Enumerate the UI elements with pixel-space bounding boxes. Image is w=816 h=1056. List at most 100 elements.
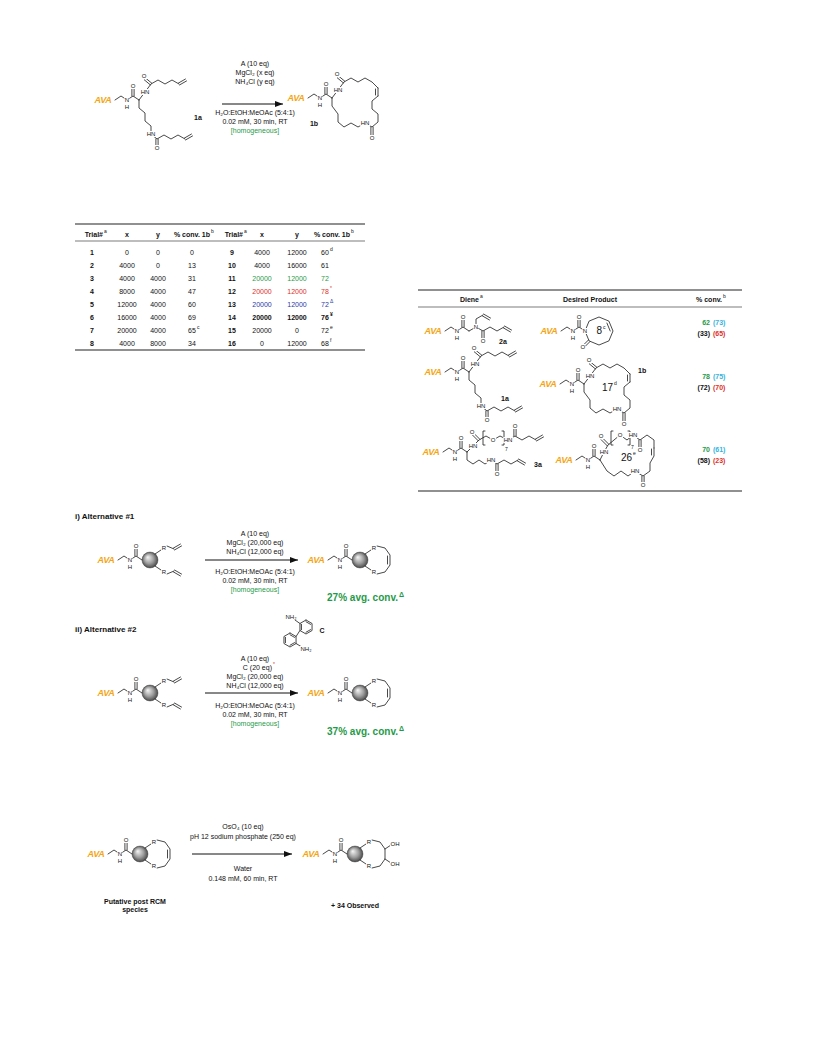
bond-line	[155, 699, 161, 703]
atom-label: HN	[476, 403, 486, 409]
atom-label: N	[337, 557, 342, 563]
ring-size: 17	[602, 383, 613, 393]
atom-label: HN	[140, 89, 150, 95]
footnote-mark: b	[723, 294, 726, 299]
compound-label: C	[319, 627, 324, 634]
table-cell: 0	[156, 249, 160, 256]
bond-line	[505, 326, 512, 330]
atom-label: N	[332, 851, 337, 857]
bond-line	[332, 78, 378, 98]
scaffold-sphere	[142, 552, 158, 568]
atom-label: N	[454, 328, 459, 334]
table-cell: 0	[260, 340, 264, 347]
footnote-mark: *	[273, 662, 275, 667]
atom-label: O	[469, 429, 475, 435]
bond-line	[464, 319, 465, 327]
bond-line	[579, 372, 580, 380]
bond-line	[284, 633, 296, 647]
reagent-text: A (10 eq)	[241, 530, 269, 537]
atom-label: NH₂	[300, 646, 312, 652]
bond-line	[173, 677, 180, 681]
table-cell: 13	[188, 262, 196, 269]
table-cell: 16000	[287, 262, 306, 269]
logo-text: AVA	[95, 96, 112, 105]
bond-line	[576, 372, 577, 380]
reagent-text: A (10 eq)	[241, 60, 269, 67]
structures	[108, 76, 654, 868]
atom-label: H	[569, 388, 574, 394]
condition-text: 0.02 mM, 30 min, RT	[222, 577, 287, 584]
bond-line	[124, 842, 125, 850]
atom-label: O	[323, 81, 329, 87]
table-rule	[418, 307, 742, 308]
table-cell: 12000	[287, 275, 306, 282]
bond-line	[167, 704, 174, 707]
reagent-text: MgCl₂ (20,000 eq)	[227, 539, 284, 546]
bond-line	[483, 431, 485, 445]
table-cell: 4000	[254, 249, 270, 256]
bond-line	[519, 459, 526, 463]
table-cell: 12000	[287, 288, 306, 295]
bond-line	[467, 436, 536, 452]
bond-line	[300, 620, 312, 634]
reagent-text: C (20 eq)	[243, 664, 272, 671]
bond-line	[378, 88, 379, 96]
atom-label: N	[473, 324, 478, 330]
table-cell: 4000	[150, 301, 166, 308]
table-cell: 60	[188, 301, 196, 308]
table-cell: 9	[230, 249, 234, 256]
bond-line	[155, 683, 161, 687]
bond-line	[157, 840, 170, 868]
atom-label: OH	[390, 841, 400, 847]
bond-line	[387, 556, 388, 564]
scaffold-sphere	[347, 846, 363, 862]
bond-line	[339, 842, 340, 850]
section-heading: i) Alternative #1	[75, 513, 134, 521]
table-cell: 1	[90, 249, 94, 256]
atom-label: O	[130, 83, 136, 89]
atom-label: OH	[390, 861, 400, 867]
table-cell: 15	[228, 327, 236, 334]
bond-line	[137, 681, 138, 689]
table-cell: 20000	[117, 327, 136, 334]
logo-text: AVA	[98, 556, 115, 565]
atom-label: O	[471, 345, 477, 351]
atom-label: O	[141, 73, 147, 79]
bond-line	[127, 842, 128, 850]
table-cell: 47	[188, 288, 196, 295]
bond-line	[516, 428, 517, 436]
bond-line	[290, 635, 295, 638]
atom-label: O	[490, 437, 496, 443]
bond-line	[347, 681, 348, 689]
logo-text: AVA	[556, 456, 573, 465]
table-rules	[75, 224, 742, 491]
bond-line	[627, 375, 628, 381]
table-cell: 0	[295, 327, 299, 334]
atom-label: O	[580, 344, 586, 350]
table-cell: 2	[90, 262, 94, 269]
condition-text: [homogeneous]	[231, 720, 279, 727]
atom-label: N	[570, 328, 575, 334]
atom-label: R	[161, 678, 166, 684]
atom-label: O	[575, 367, 581, 373]
reagent-text: NH₄Cl (12,000 eq)	[226, 548, 283, 555]
column-header: % conv. 1b	[174, 231, 210, 238]
logo-text: AVA	[308, 556, 325, 565]
atom-label: HN	[630, 468, 640, 474]
section-heading: ii) Alternative #2	[75, 626, 137, 634]
atom-label: N	[582, 328, 587, 334]
atom-label: N	[117, 851, 122, 857]
atom-label: O	[133, 543, 139, 549]
atom-label: HN	[468, 443, 478, 449]
bond-line	[508, 351, 515, 355]
atom-label: H	[127, 697, 132, 703]
bond-line	[651, 449, 652, 455]
column-header: x	[260, 231, 264, 238]
bond-line	[372, 840, 385, 868]
bond-line	[589, 364, 595, 369]
bond-line	[459, 440, 460, 448]
atom-label: R	[371, 569, 376, 575]
table-cell: 68	[321, 340, 329, 347]
footnote-mark: c	[197, 325, 200, 330]
compound-label: 1a	[194, 114, 202, 122]
